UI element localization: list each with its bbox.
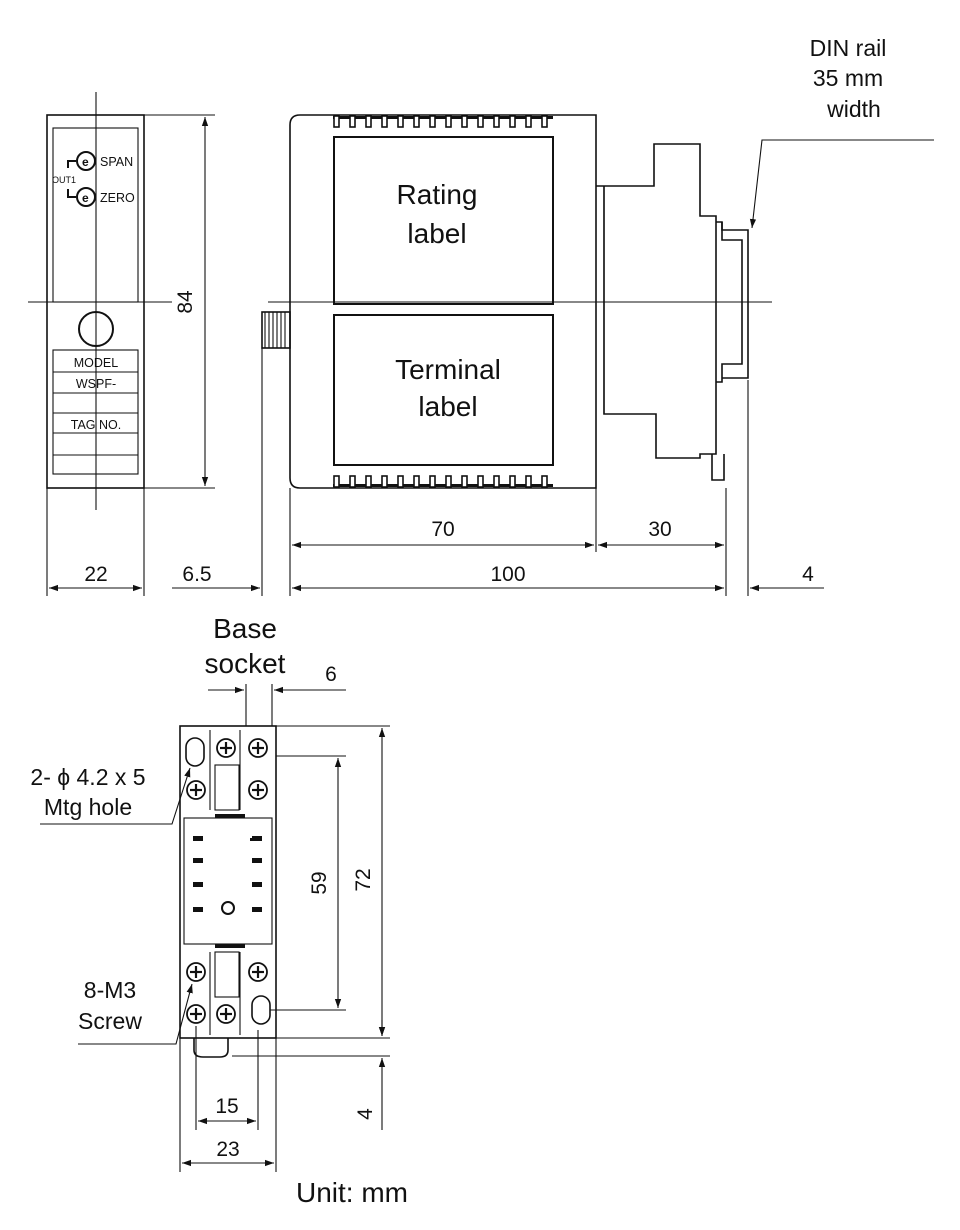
vent-slots-top: [333, 115, 553, 128]
name-plate: [52, 349, 139, 475]
dim-30-label: 30: [648, 518, 671, 541]
bottom-terminal-slot: [214, 951, 240, 998]
dim-23-label: 23: [216, 1138, 239, 1161]
dim-15-label: 15: [215, 1095, 238, 1118]
din-rail: [711, 221, 749, 481]
screw-icon: [185, 779, 207, 801]
screw-icon: [215, 737, 237, 759]
span-adjuster-icon: [76, 151, 96, 171]
span-bracket: [67, 160, 76, 168]
dim-6-label: 6: [325, 663, 337, 686]
latch-top: [215, 814, 245, 818]
front-view: e SPAN OUT1 e ZERO MODEL WSPF- TAG NO. 8…: [28, 92, 215, 596]
base-socket-view: Base socket 6: [30, 613, 390, 1172]
din-rail-text-2: 35 mm: [813, 65, 883, 91]
latch-bottom: [215, 944, 245, 948]
terminal-label-text-1: Terminal: [395, 354, 501, 385]
dim-70-label: 70: [431, 518, 454, 541]
zero-bracket: [67, 189, 76, 198]
top-terminal-slot: [214, 764, 240, 811]
screw-icon: [215, 1003, 237, 1025]
din-rail-leader: [749, 139, 934, 229]
unit-label: Unit: mm: [296, 1177, 408, 1208]
indicator-circle-icon: [78, 311, 114, 347]
out-label: OUT1: [52, 175, 76, 185]
din-rail-text-3: width: [826, 96, 881, 122]
screw-label-1: 8-M3: [84, 977, 136, 1003]
terminal-label-panel: [333, 314, 554, 466]
terminal-label-text-2: label: [418, 391, 477, 422]
vent-slots-bottom: [333, 475, 553, 488]
screw-icon: [247, 779, 269, 801]
dim-4b-label: 4: [354, 1108, 377, 1120]
screw-icon: [185, 961, 207, 983]
base-socket-title-1: Base: [213, 613, 277, 644]
adjustment-knob: [261, 311, 291, 349]
screw-leader: [78, 983, 193, 1045]
dim-4-label: 4: [802, 563, 814, 586]
tag-label: TAG NO.: [71, 418, 121, 432]
dim-84-label: 84: [174, 290, 197, 314]
mtg-hole-bottom: [251, 995, 271, 1025]
span-glyph: e: [82, 155, 89, 169]
rating-label-text-2: label: [407, 218, 466, 249]
zero-adjuster-icon: [76, 187, 96, 207]
screw-icon: [185, 1003, 207, 1025]
screw-icon: [247, 737, 269, 759]
mtg-hole-label-1: 2- ϕ 4.2 x 5: [30, 764, 145, 790]
dim-100-label: 100: [490, 563, 525, 586]
mtg-hole-top: [185, 737, 205, 767]
side-view: Rating label Terminal label DIN ra: [172, 35, 934, 596]
rating-label-panel: [333, 136, 554, 305]
din-rail-text-1: DIN rail: [810, 35, 887, 61]
dim-72-label: 72: [352, 868, 375, 891]
model-value: WSPF-: [76, 377, 116, 391]
model-label: MODEL: [74, 356, 119, 370]
dim-6-5-label: 6.5: [182, 563, 211, 586]
mtg-hole-leader: [40, 767, 191, 825]
rating-label-text-1: Rating: [397, 179, 478, 210]
base-socket-clip: [193, 1038, 229, 1058]
pin-slots: [193, 836, 262, 912]
zero-glyph: e: [82, 191, 89, 205]
screw-label-2: Screw: [78, 1008, 142, 1034]
dim-59-label: 59: [308, 871, 331, 894]
screw-icon: [247, 961, 269, 983]
span-label: SPAN: [100, 155, 133, 169]
zero-label: ZERO: [100, 191, 135, 205]
mtg-hole-label-2: Mtg hole: [44, 794, 132, 820]
center-key-hole: [221, 901, 235, 915]
base-socket-title-2: socket: [205, 648, 286, 679]
side-body-outline: [289, 114, 597, 489]
dim-22-label: 22: [84, 563, 107, 586]
base-socket-side-outline: [596, 143, 717, 459]
